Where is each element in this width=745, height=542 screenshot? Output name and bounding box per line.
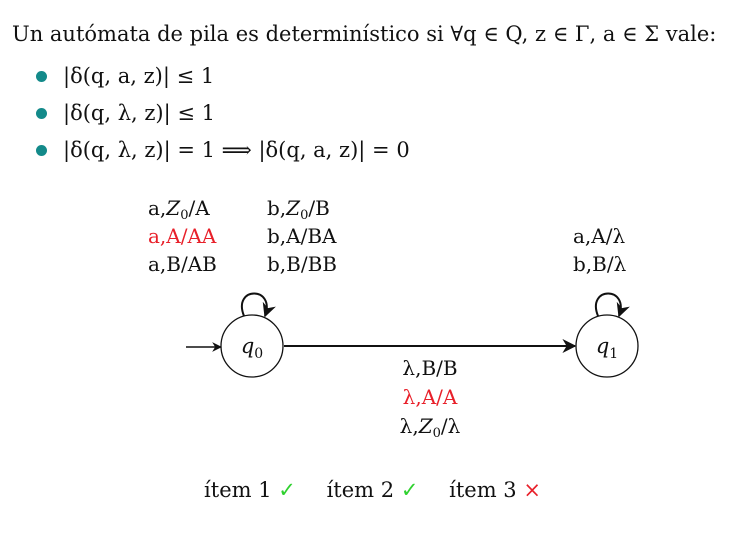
state-q0-label: q0 bbox=[241, 334, 263, 362]
item-2-label: ítem 2 bbox=[326, 478, 395, 502]
q0-loop-label-b-z0: b,Z0/B bbox=[267, 196, 330, 223]
bullet-icon bbox=[36, 145, 47, 156]
q0-loop-labels: a,Z0/A a,A/AA a,B/AB b,Z0/B b,A/BA b,B/B… bbox=[148, 196, 337, 276]
condition-2-text: |δ(q, λ, z)| ≤ 1 bbox=[63, 101, 216, 125]
transition-label-lambda-b: λ,B/B bbox=[402, 356, 457, 380]
q1-self-loop bbox=[595, 292, 630, 318]
condition-3: |δ(q, λ, z)| = 1 ⟹ |δ(q, a, z)| = 0 bbox=[36, 132, 410, 169]
item-result-3: ítem 3 × bbox=[449, 478, 541, 502]
transition-q0-q1-labels: λ,B/B λ,A/A λ,Z0/λ bbox=[400, 356, 461, 441]
determinism-conditions: |δ(q, a, z)| ≤ 1 |δ(q, λ, z)| ≤ 1 |δ(q, … bbox=[36, 58, 410, 169]
bullet-icon bbox=[36, 108, 47, 119]
transition-label-lambda-z0: λ,Z0/λ bbox=[400, 414, 461, 441]
check-icon: ✓ bbox=[400, 478, 419, 502]
item-1-label: ítem 1 bbox=[204, 478, 272, 502]
transition-label-lambda-a: λ,A/A bbox=[403, 385, 458, 409]
q0-loop-label-a-b: a,B/AB bbox=[148, 252, 217, 276]
check-icon: ✓ bbox=[278, 478, 296, 502]
q1-loop-label-b: b,B/λ bbox=[573, 252, 627, 276]
condition-1: |δ(q, a, z)| ≤ 1 bbox=[36, 58, 410, 95]
item-result-1: ítem 1 ✓ bbox=[204, 478, 303, 502]
intro-sentence: Un autómata de pila es determinístico si… bbox=[12, 22, 717, 46]
q0-loop-label-b-b: b,B/BB bbox=[267, 252, 337, 276]
item-results: ítem 1 ✓ ítem 2 ✓ ítem 3 × bbox=[0, 478, 745, 502]
item-3-label: ítem 3 bbox=[449, 478, 517, 502]
q1-loop-labels: a,A/λ b,B/λ bbox=[573, 224, 627, 276]
q0-self-loop bbox=[241, 292, 276, 318]
state-q0: q0 bbox=[220, 314, 284, 378]
cross-icon: × bbox=[523, 478, 541, 502]
q0-loop-label-a-z0: a,Z0/A bbox=[148, 196, 210, 223]
condition-3-text: |δ(q, λ, z)| = 1 ⟹ |δ(q, a, z)| = 0 bbox=[63, 138, 410, 162]
q0-loop-label-b-a: b,A/BA bbox=[267, 224, 337, 248]
bullet-icon bbox=[36, 71, 47, 82]
condition-2: |δ(q, λ, z)| ≤ 1 bbox=[36, 95, 410, 132]
q1-loop-label-a: a,A/λ bbox=[573, 224, 625, 248]
item-result-2: ítem 2 ✓ bbox=[327, 478, 426, 502]
condition-1-text: |δ(q, a, z)| ≤ 1 bbox=[63, 64, 215, 88]
state-q1-label: q1 bbox=[596, 334, 618, 362]
q0-loop-label-a-a: a,A/AA bbox=[148, 224, 217, 248]
state-q1: q1 bbox=[575, 314, 639, 378]
